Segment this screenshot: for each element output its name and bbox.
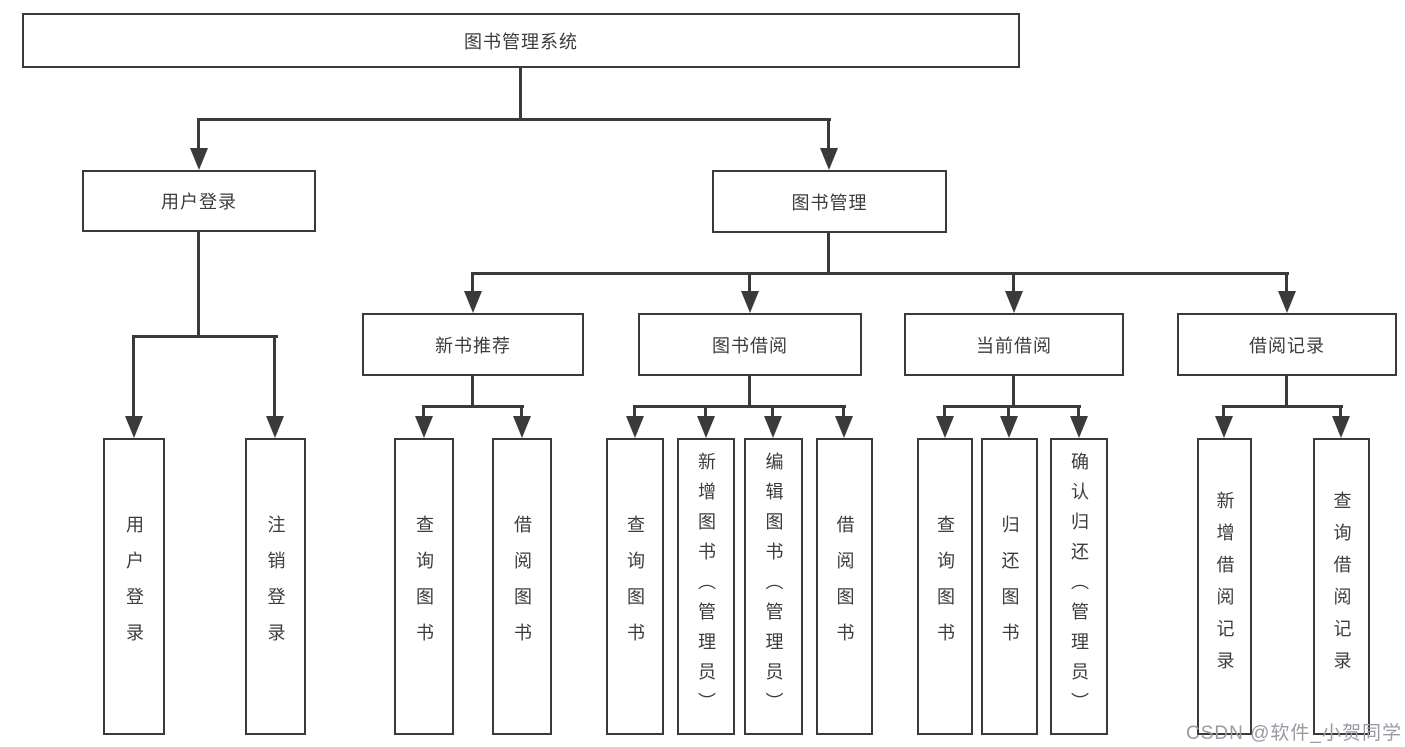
connector-drop-book-management: [827, 118, 830, 150]
arrow-down-icon: [741, 291, 759, 313]
leaf-nb-borrow-book: 借阅图书: [492, 438, 552, 735]
node-label: 图书借阅: [712, 335, 788, 356]
node-label: 用户登录: [161, 192, 237, 212]
arrow-down-icon: [1000, 416, 1018, 438]
connector-user-login-stem: [197, 232, 200, 338]
node-label: 图书管理: [791, 192, 868, 213]
arrow-down-icon: [626, 416, 644, 438]
leaf-label: 查询图书: [935, 514, 955, 659]
node-borrow-record: 借阅记录: [1177, 313, 1397, 376]
leaf-label: 归还图书: [999, 514, 1020, 659]
node-book-borrow: 图书借阅: [638, 313, 862, 376]
leaf-br-add-record: 新增借阅记录: [1197, 438, 1252, 735]
node-label: 新书推荐: [435, 335, 511, 356]
connector-root-bar: [197, 118, 831, 121]
arrow-down-icon: [835, 416, 853, 438]
connector-drop: [422, 405, 425, 419]
node-user-login: 用户登录: [82, 170, 316, 232]
node-label: 借阅记录: [1249, 335, 1325, 356]
connector-drop-login: [132, 335, 135, 418]
node-book-management: 图书管理: [712, 170, 947, 233]
connector-drop: [704, 405, 707, 419]
connector-book-management-bar: [471, 272, 1289, 275]
leaf-bb-edit-book-admin: 编辑图书（管理员）: [744, 438, 803, 735]
connector-drop-borrow-record: [1285, 272, 1288, 294]
connector-user-login-bar: [132, 335, 278, 338]
leaf-bb-query-book: 查询图书: [606, 438, 664, 735]
connector-drop-book-borrow: [748, 272, 751, 294]
connector-drop: [1007, 405, 1010, 419]
connector-book-borrow-stem: [748, 376, 751, 408]
connector-new-book-bar: [422, 405, 524, 408]
node-label: 当前借阅: [976, 335, 1052, 356]
arrow-down-icon: [266, 416, 284, 438]
connector-drop: [520, 405, 523, 419]
watermark: CSDN @软件_小贺同学: [1186, 723, 1402, 744]
leaf-login: 用户登录: [103, 438, 165, 735]
arrow-down-icon: [125, 416, 143, 438]
node-label: 图书管理系统: [464, 31, 578, 52]
leaf-label: 确认归还（管理员）: [1069, 451, 1089, 722]
arrow-down-icon: [190, 148, 208, 170]
arrow-down-icon: [513, 416, 531, 438]
connector-drop-current-borrow: [1012, 272, 1015, 294]
arrow-down-icon: [415, 416, 433, 438]
connector-current-borrow-bar: [943, 405, 1081, 408]
leaf-bb-add-book-admin: 新增图书（管理员）: [677, 438, 735, 735]
connector-current-borrow-stem: [1012, 376, 1015, 408]
leaf-label: 新增借阅记录: [1214, 490, 1235, 683]
leaf-cb-confirm-return-admin: 确认归还（管理员）: [1050, 438, 1108, 735]
connector-drop-user-login: [197, 118, 200, 150]
arrow-down-icon: [1278, 291, 1296, 313]
connector-drop-new-book-recommend: [471, 272, 474, 294]
arrow-down-icon: [936, 416, 954, 438]
connector-drop: [842, 405, 845, 419]
connector-root-stem: [519, 68, 522, 121]
leaf-br-query-record: 查询借阅记录: [1313, 438, 1370, 735]
leaf-label: 编辑图书（管理员）: [763, 451, 784, 722]
arrow-down-icon: [764, 416, 782, 438]
connector-drop: [1339, 405, 1342, 419]
leaf-bb-borrow-book: 借阅图书: [816, 438, 873, 735]
arrow-down-icon: [820, 148, 838, 170]
arrow-down-icon: [1005, 291, 1023, 313]
leaf-label: 借阅图书: [834, 514, 855, 659]
connector-drop: [771, 405, 774, 419]
leaf-label: 查询图书: [414, 514, 434, 659]
arrow-down-icon: [464, 291, 482, 313]
arrow-down-icon: [1332, 416, 1350, 438]
leaf-label: 注销登录: [265, 514, 286, 659]
connector-book-management-stem: [827, 233, 830, 275]
node-current-borrow: 当前借阅: [904, 313, 1124, 376]
leaf-label: 查询借阅记录: [1331, 490, 1352, 683]
connector-drop: [1222, 405, 1225, 419]
node-new-book-recommend: 新书推荐: [362, 313, 584, 376]
connector-new-book-stem: [471, 376, 474, 408]
arrow-down-icon: [697, 416, 715, 438]
leaf-cb-return-book: 归还图书: [981, 438, 1038, 735]
connector-borrow-record-stem: [1285, 376, 1288, 408]
connector-drop: [633, 405, 636, 419]
connector-drop: [1077, 405, 1080, 419]
leaf-nb-query-book: 查询图书: [394, 438, 454, 735]
leaf-label: 查询图书: [625, 514, 645, 659]
leaf-label: 新增图书（管理员）: [696, 451, 716, 722]
connector-drop: [943, 405, 946, 419]
arrow-down-icon: [1215, 416, 1233, 438]
connector-drop-logout: [273, 335, 276, 418]
connector-borrow-record-bar: [1222, 405, 1343, 408]
leaf-label: 借阅图书: [512, 514, 532, 659]
leaf-label: 用户登录: [124, 514, 144, 659]
connector-book-borrow-bar: [633, 405, 846, 408]
node-library-management-system: 图书管理系统: [22, 13, 1020, 68]
arrow-down-icon: [1070, 416, 1088, 438]
leaf-logout: 注销登录: [245, 438, 306, 735]
leaf-cb-query-book: 查询图书: [917, 438, 973, 735]
